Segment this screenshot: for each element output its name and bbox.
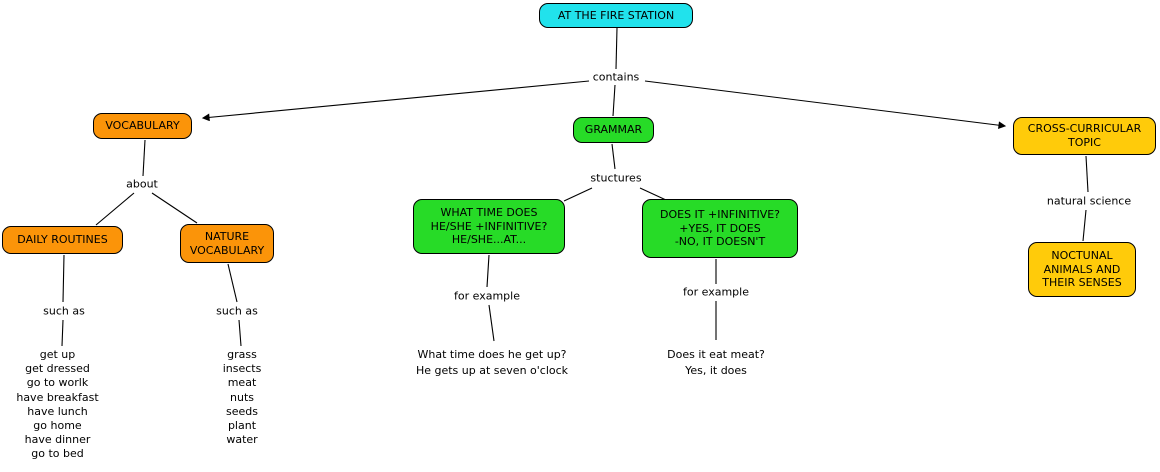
list-item: have lunch <box>27 404 88 418</box>
list-item: go to bed <box>31 447 84 461</box>
connector-naturalscience-noctunal <box>1082 209 1087 242</box>
list-item: go home <box>33 419 82 433</box>
linking-phrase-stuctures[interactable]: stuctures <box>587 171 645 185</box>
linking-phrase-natural-science[interactable]: natural science <box>1043 194 1135 208</box>
connector-contains-topic <box>644 80 1007 130</box>
connector-nature-suchas <box>227 263 238 303</box>
node-fire-station[interactable]: AT THE FIRE STATION <box>539 3 693 28</box>
node-vocabulary[interactable]: VOCABULARY <box>93 113 192 139</box>
list-item: water <box>226 433 258 447</box>
connector-about-daily <box>95 192 135 226</box>
linking-phrase-for-example-left[interactable]: for example <box>451 289 523 303</box>
example-what-time[interactable]: What time does he get up? He gets up at … <box>415 348 569 377</box>
linking-phrase-about[interactable]: about <box>123 177 161 191</box>
linking-phrase-contains[interactable]: contains <box>589 70 643 84</box>
connector-about-nature <box>151 192 198 224</box>
connector-grammar-stuctures <box>611 143 616 170</box>
connector-suchas-naturelist <box>238 319 242 347</box>
node-daily-routines[interactable]: DAILY ROUTINES <box>2 226 123 254</box>
node-grammar[interactable]: GRAMMAR <box>573 117 654 143</box>
connector-contains-vocabulary <box>201 80 590 122</box>
list-item: have breakfast <box>16 390 99 404</box>
node-structure-does-it[interactable]: DOES IT +INFINITIVE? +YES, IT DOES -NO, … <box>642 199 798 258</box>
list-item: get dressed <box>25 362 90 376</box>
list-item: grass <box>227 348 257 361</box>
connector-whattime-forexample <box>486 254 490 288</box>
list-item: go to worlk <box>26 376 89 390</box>
list-item: have dinner <box>24 433 91 447</box>
connector-contains-grammar <box>612 84 616 117</box>
connector-topic-naturalscience <box>1085 155 1089 193</box>
linking-phrase-such-as-right[interactable]: such as <box>213 304 261 318</box>
list-item: insects <box>222 362 262 376</box>
example-does-it[interactable]: Does it eat meat? Yes, it does <box>667 348 765 377</box>
node-noctunal-animals[interactable]: NOCTUNAL ANIMALS AND THEIR SENSES <box>1028 242 1136 297</box>
list-item: meat <box>227 376 257 390</box>
connector-forexample-whattime-text <box>488 304 495 342</box>
connector-stuctures-doesit <box>639 187 667 201</box>
connector-root-contains <box>615 27 618 70</box>
connector-suchas-dailylist <box>61 319 64 347</box>
connector-stuctures-whattime <box>563 187 593 202</box>
list-item: nuts <box>230 390 254 404</box>
connector-vocabulary-about <box>142 139 146 177</box>
node-cross-curricular-topic[interactable]: CROSS-CURRICULAR TOPIC <box>1013 117 1156 155</box>
linking-phrase-for-example-right[interactable]: for example <box>680 285 752 299</box>
list-item: get up <box>39 348 76 361</box>
node-nature-vocabulary[interactable]: NATURE VOCABULARY <box>180 224 274 263</box>
node-structure-what-time[interactable]: WHAT TIME DOES HE/SHE +INFINITIVE? HE/SH… <box>413 199 565 254</box>
list-item: plant <box>227 419 257 433</box>
connector-daily-suchas <box>62 254 65 303</box>
linking-phrase-such-as-left[interactable]: such as <box>40 304 88 318</box>
list-item: seeds <box>226 404 258 418</box>
